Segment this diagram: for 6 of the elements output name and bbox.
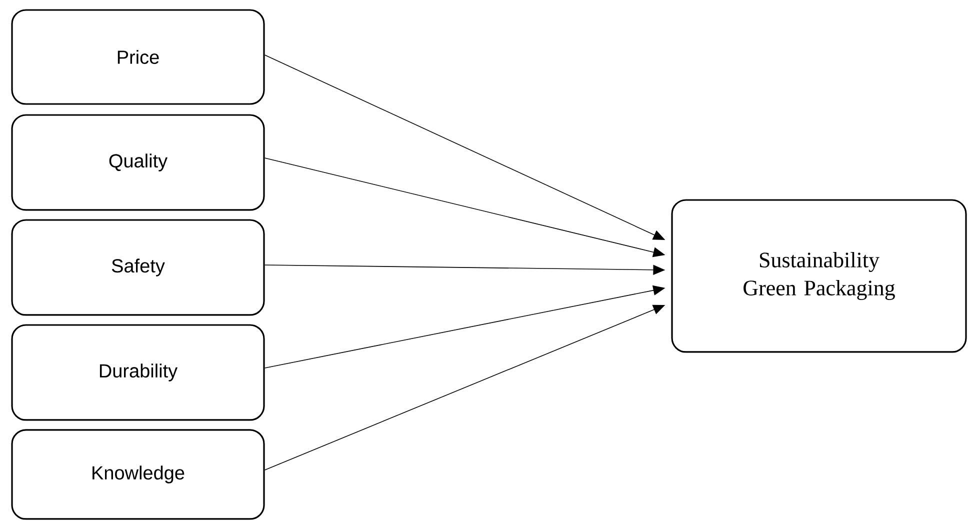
factor-box: Quality <box>11 114 265 211</box>
factor-box: Safety <box>11 219 265 316</box>
factor-box: Durability <box>11 324 265 421</box>
target-box: Sustainability Green Packaging <box>671 199 967 353</box>
factor-box: Knowledge <box>11 429 265 520</box>
factor-box: Price <box>11 9 265 105</box>
